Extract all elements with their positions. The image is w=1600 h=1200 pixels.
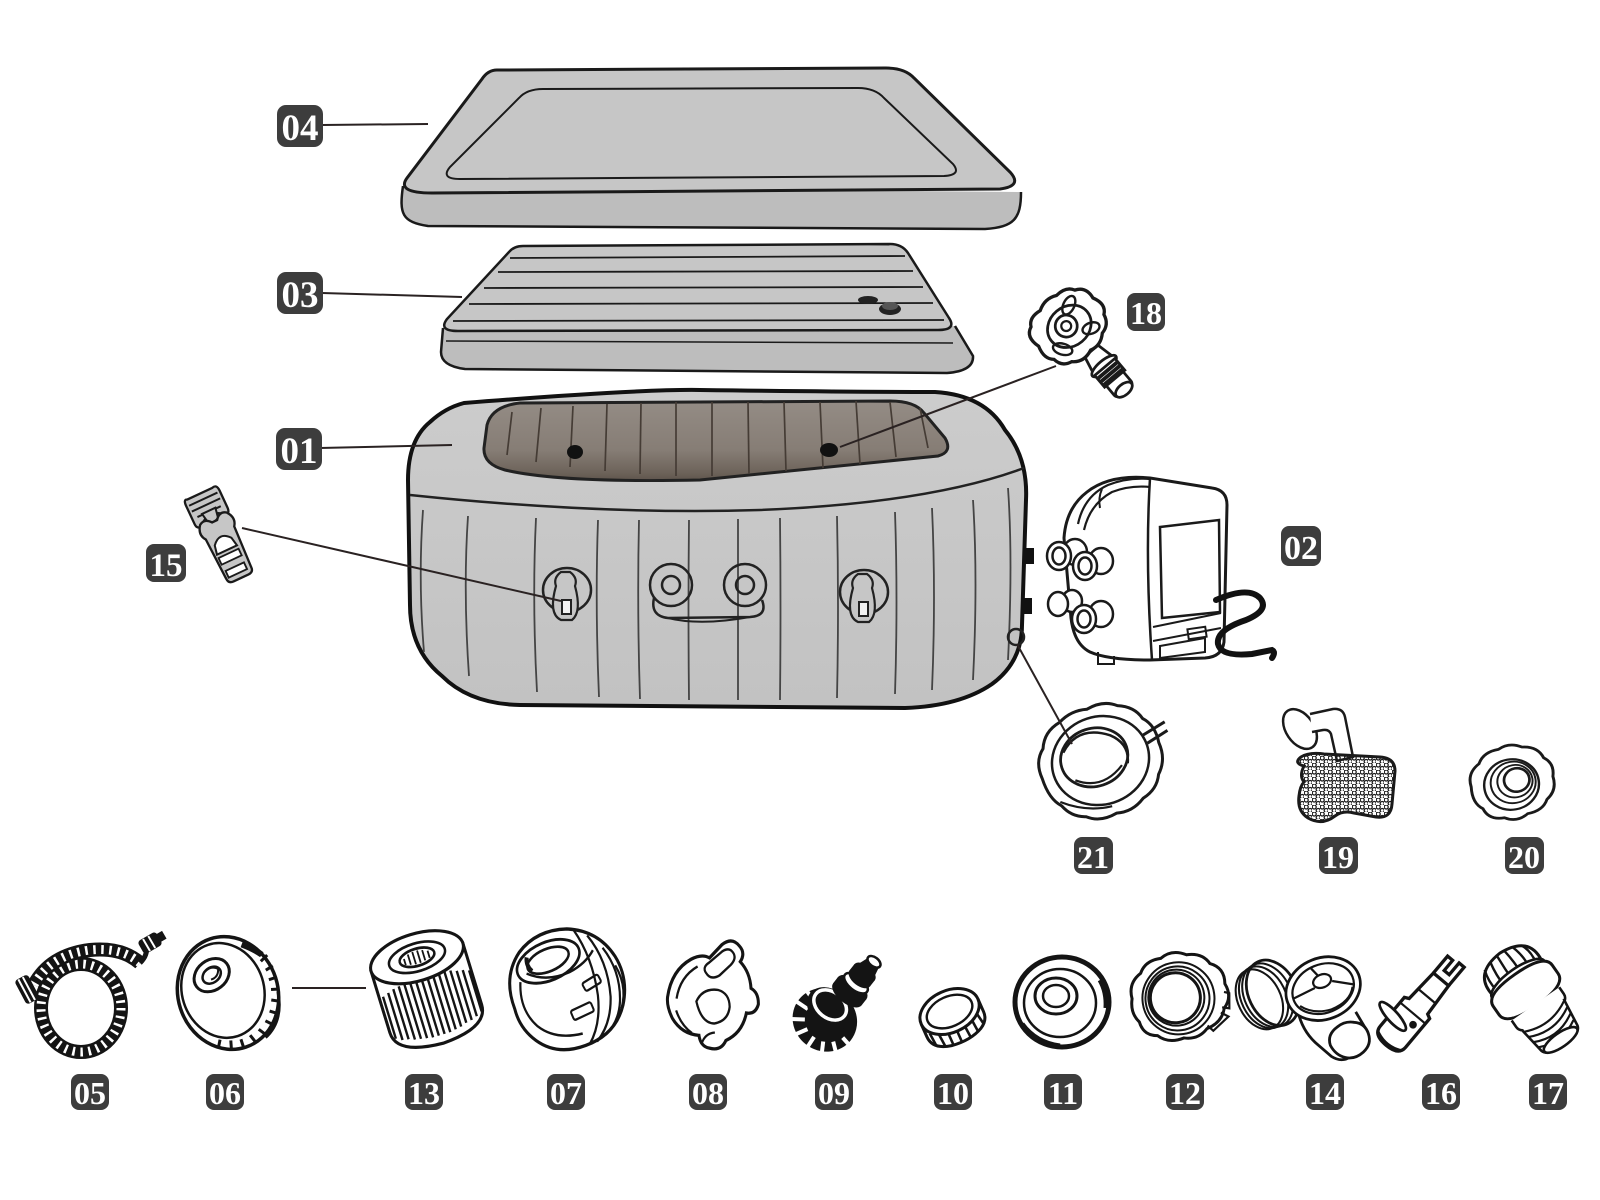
svg-text:19: 19	[1322, 839, 1354, 875]
svg-text:20: 20	[1508, 839, 1540, 875]
svg-text:17: 17	[1532, 1075, 1564, 1111]
svg-text:14: 14	[1309, 1075, 1341, 1111]
svg-text:03: 03	[282, 275, 319, 316]
svg-text:05: 05	[74, 1075, 106, 1111]
svg-text:16: 16	[1425, 1075, 1457, 1111]
svg-text:18: 18	[1130, 295, 1162, 331]
svg-text:10: 10	[937, 1075, 969, 1111]
svg-text:12: 12	[1169, 1075, 1201, 1111]
svg-text:15: 15	[150, 548, 183, 584]
svg-text:01: 01	[281, 431, 318, 472]
svg-text:06: 06	[209, 1075, 241, 1111]
svg-text:08: 08	[692, 1075, 724, 1111]
svg-text:04: 04	[282, 108, 319, 149]
svg-text:21: 21	[1077, 839, 1109, 875]
svg-text:02: 02	[1284, 530, 1318, 567]
svg-text:11: 11	[1048, 1075, 1078, 1111]
svg-text:07: 07	[550, 1075, 582, 1111]
svg-text:09: 09	[818, 1075, 850, 1111]
svg-text:13: 13	[408, 1075, 440, 1111]
